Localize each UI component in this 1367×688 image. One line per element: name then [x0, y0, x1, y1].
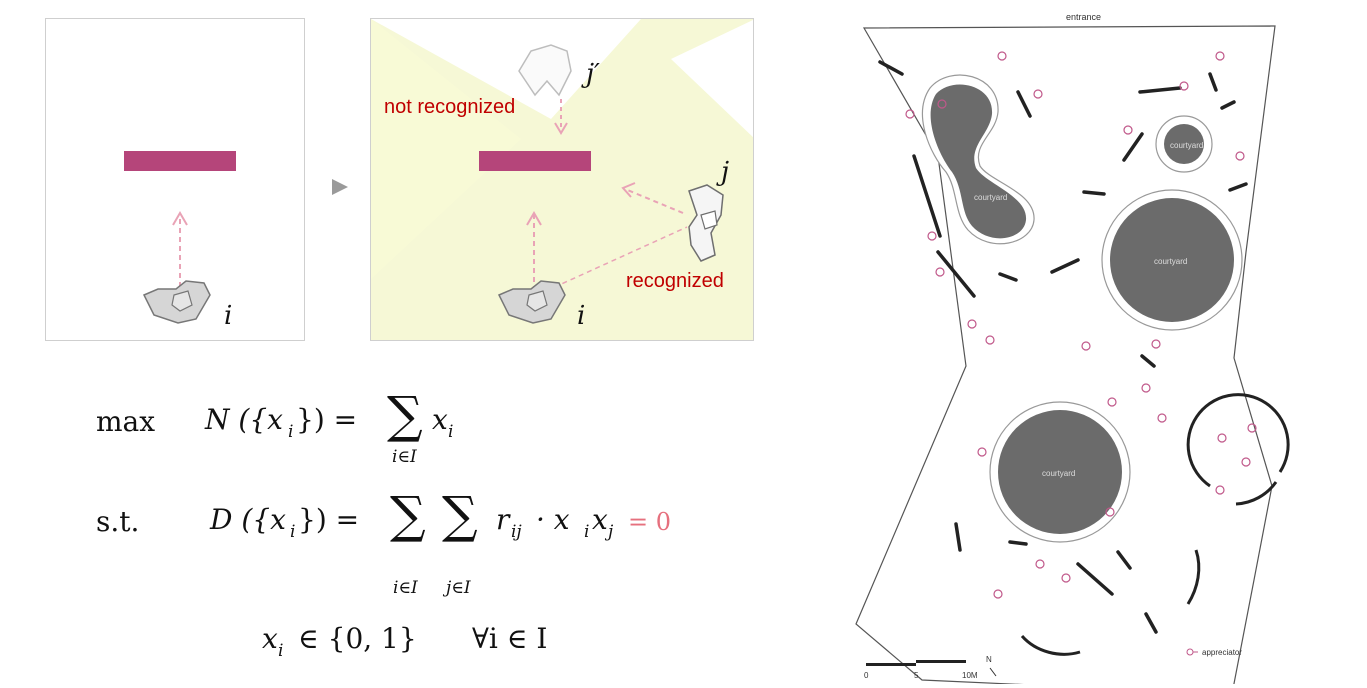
- person-j-label: j: [721, 157, 730, 187]
- sum-symbol: ∑: [390, 486, 426, 544]
- constraint-term-rest: · x: [536, 503, 570, 536]
- constraint-term-xj-sub: j: [608, 522, 614, 542]
- person-j-detail: [700, 210, 718, 230]
- constraint-term-r: r: [496, 503, 510, 536]
- max-keyword: max: [96, 405, 156, 438]
- wall-segments: [878, 60, 1248, 634]
- appreciator-legend-label: appreciator: [1202, 648, 1242, 657]
- entrance-label: entrance: [1066, 12, 1101, 22]
- recognized-label: recognized: [626, 270, 724, 292]
- constraint-term-xi-sub: i: [584, 522, 590, 542]
- person-i-label: i: [577, 301, 586, 331]
- person-i-detail: [171, 290, 193, 312]
- person-i-label: i: [224, 301, 233, 331]
- objective-lhs-sub: i: [288, 422, 294, 442]
- courtyard-label: courtyard: [1042, 469, 1075, 478]
- curved-walls: [1020, 549, 1201, 656]
- scale-label: 0: [864, 671, 869, 680]
- constraint-lhs-sub: i: [290, 522, 296, 542]
- courtyard-small: [1155, 115, 1213, 173]
- courtyard-large-right: [1101, 189, 1243, 331]
- courtyard-map: entrance courtyard courtyard courtyard c…: [855, 12, 1290, 684]
- objective-term: x: [432, 403, 448, 436]
- constraint-sum-index-1: i∈I: [393, 578, 418, 598]
- courtyard-peanut: [921, 74, 1035, 245]
- domain-set: ∈ {0, 1}: [298, 622, 417, 655]
- appreciator-markers: [905, 51, 1257, 599]
- appreciator-legend: [1186, 648, 1198, 656]
- left-scene-drawing: [124, 151, 236, 324]
- courtyard-label: courtyard: [1154, 257, 1187, 266]
- visibility-region-left: [371, 19, 521, 279]
- objective-sum-index: i∈I: [392, 447, 417, 467]
- courtyard-label: courtyard: [1170, 141, 1203, 150]
- north-label: N: [986, 655, 992, 664]
- site-boundary: [855, 25, 1276, 684]
- domain-var-sub: i: [278, 641, 284, 661]
- constraint-rhs: = 0: [628, 508, 672, 536]
- sum-symbol: ∑: [442, 486, 478, 544]
- wall-bar: [124, 151, 236, 171]
- constraint-term-xj: x: [592, 503, 608, 536]
- wall-bar: [479, 151, 591, 171]
- sight-arrowhead: [172, 211, 188, 226]
- constraint-lhs: D ({x: [210, 503, 286, 536]
- constraint-term-r-sub: ij: [511, 522, 522, 542]
- courtyard-large-left: [989, 401, 1131, 543]
- st-keyword: s.t.: [96, 505, 140, 538]
- objective-lhs-close: }) =: [296, 403, 358, 436]
- scale-label: 10M: [962, 671, 978, 680]
- north-arrow-icon: [989, 667, 997, 677]
- sum-symbol: ∑: [387, 386, 423, 444]
- sight-arrowhead: [526, 211, 542, 226]
- blocked-sight-arrowhead: [554, 122, 568, 135]
- not-recognized-label: not recognized: [384, 96, 516, 118]
- right-scene-panel: j′ j i: [370, 18, 754, 341]
- person-j-prime-label: j′: [586, 59, 600, 89]
- scale-bar: [866, 660, 966, 666]
- right-scene-drawing: [371, 19, 753, 340]
- left-scene-panel: i: [45, 18, 305, 341]
- domain-forall: ∀i ∈ I: [472, 622, 548, 655]
- objective-lhs: N ({x: [205, 403, 283, 436]
- circular-wall: [1186, 393, 1290, 506]
- constraint-sum-index-2: j∈I: [446, 578, 471, 598]
- constraint-lhs-close: }) =: [298, 503, 360, 536]
- scale-label: 5: [914, 671, 919, 680]
- j-sight-arrow: [624, 188, 684, 214]
- domain-var: x: [262, 622, 278, 655]
- courtyard-label: courtyard: [974, 193, 1007, 202]
- i-to-j-sight-line: [545, 226, 688, 292]
- person-i-detail: [526, 290, 548, 312]
- transition-arrow-icon: [332, 179, 348, 195]
- j-sight-arrowhead: [621, 182, 636, 198]
- objective-term-sub: i: [448, 422, 454, 442]
- person-j-prime-shape: [518, 44, 572, 97]
